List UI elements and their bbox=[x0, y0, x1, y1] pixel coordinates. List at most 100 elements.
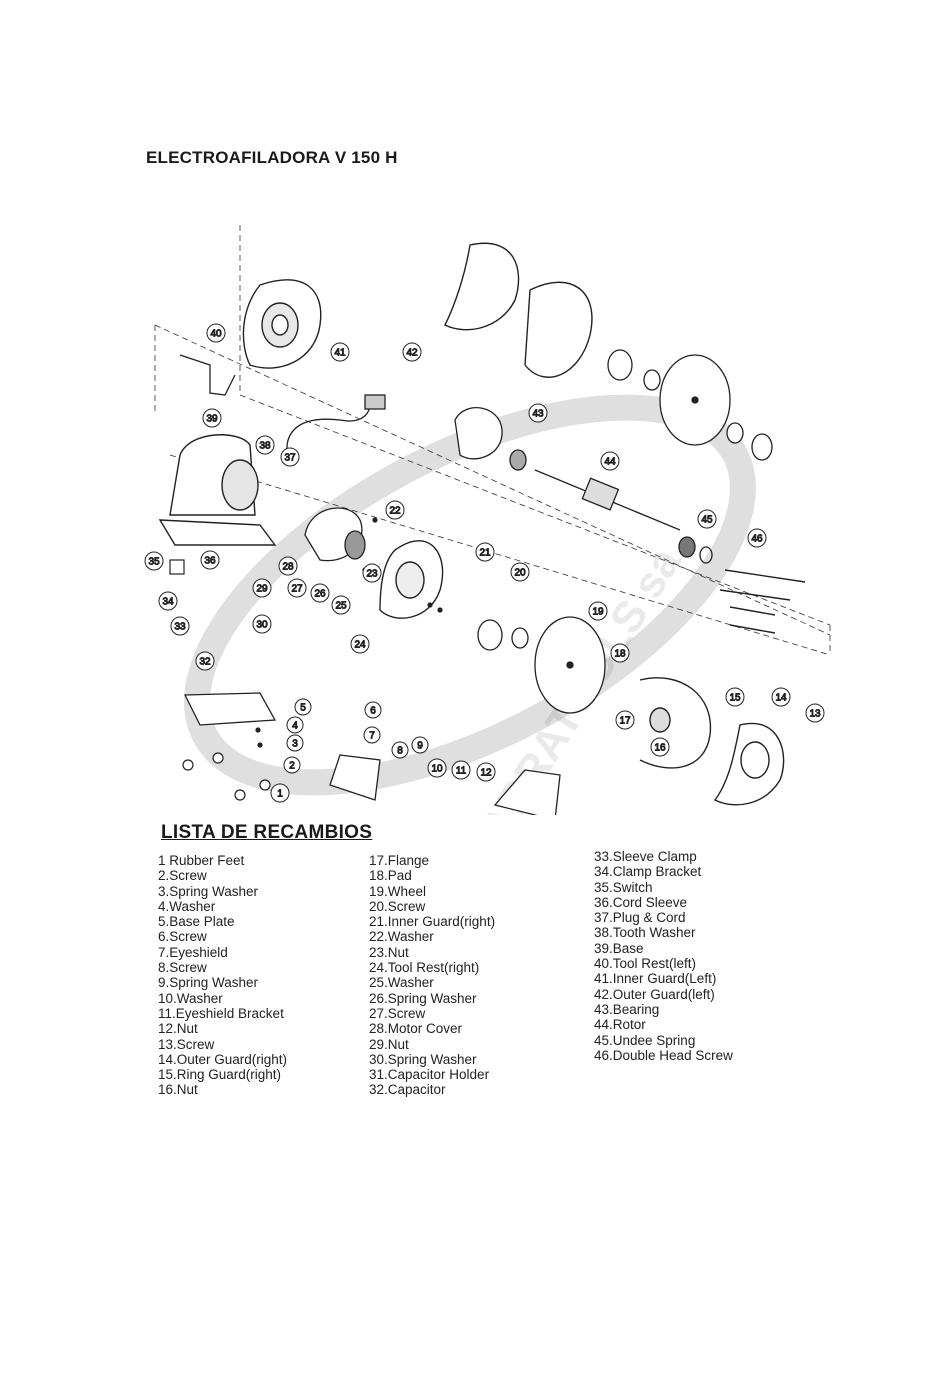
callout-39: 39 bbox=[202, 408, 222, 428]
callout-3: 3 bbox=[286, 734, 304, 752]
list-item: 38.Tooth Washer bbox=[594, 925, 696, 941]
list-item: 36.Cord Sleeve bbox=[594, 894, 688, 910]
callout-label: 19 bbox=[592, 607, 604, 618]
callout-label: 44 bbox=[604, 457, 616, 468]
callout-label: 7 bbox=[369, 731, 375, 742]
callout-label: 36 bbox=[204, 556, 216, 567]
callout-9: 9 bbox=[411, 736, 429, 754]
callout-label: 2 bbox=[289, 761, 295, 772]
callout-label: 43 bbox=[532, 409, 544, 420]
list-item: 18.Pad bbox=[369, 868, 412, 884]
callout-22: 22 bbox=[385, 500, 405, 520]
callout-label: 6 bbox=[370, 706, 376, 717]
callout-label: 25 bbox=[335, 601, 347, 612]
list-item: 28.Motor Cover bbox=[369, 1021, 463, 1037]
inner-guard-left bbox=[242, 279, 322, 369]
motor-cover-left bbox=[454, 407, 527, 471]
list-item: 10.Washer bbox=[158, 990, 223, 1006]
list-item: 17.Flange bbox=[369, 853, 430, 868]
callout-5: 5 bbox=[294, 698, 312, 716]
callout-label: 23 bbox=[366, 569, 378, 580]
inner-guard-right bbox=[379, 540, 444, 619]
callout-label: 3 bbox=[292, 739, 298, 750]
callout-label: 41 bbox=[334, 348, 346, 359]
list-item: 34.Clamp Bracket bbox=[594, 864, 702, 880]
callout-17: 17 bbox=[615, 710, 635, 730]
list-item: 7.Eyeshield bbox=[158, 944, 228, 960]
callout-26: 26 bbox=[310, 583, 330, 603]
list-item: 44.Rotor bbox=[594, 1017, 646, 1033]
callout-label: 17 bbox=[619, 716, 631, 727]
callout-label: 33 bbox=[174, 622, 186, 633]
parts-list-column-2: 17.Flange 18.Pad 19.Wheel 20.Screw 21.In… bbox=[369, 853, 495, 1098]
callout-label: 42 bbox=[406, 348, 418, 359]
list-item: 3.Spring Washer bbox=[158, 883, 259, 899]
callout-label: 34 bbox=[162, 597, 174, 608]
list-item: 2.Screw bbox=[158, 868, 207, 884]
callout-label: 45 bbox=[701, 515, 713, 526]
callout-label: 46 bbox=[751, 534, 763, 545]
callout-2: 2 bbox=[283, 756, 301, 774]
list-item: 31.Capacitor Holder bbox=[369, 1067, 490, 1083]
list-item: 12.Nut bbox=[158, 1021, 198, 1037]
callout-42: 42 bbox=[402, 342, 422, 362]
callout-15: 15 bbox=[725, 687, 745, 707]
list-item: 1 Rubber Feet bbox=[158, 853, 245, 868]
list-item: 23.Nut bbox=[369, 944, 409, 960]
tool-rest-left bbox=[179, 354, 236, 396]
list-item: 39.Base bbox=[594, 940, 644, 956]
callout-23: 23 bbox=[362, 563, 382, 583]
callout-7: 7 bbox=[363, 726, 381, 744]
list-item: 11.Eyeshield Bracket bbox=[158, 1005, 284, 1021]
callout-label: 32 bbox=[199, 657, 211, 668]
callout-label: 4 bbox=[292, 721, 298, 732]
callout-label: 29 bbox=[256, 584, 268, 595]
callout-12: 12 bbox=[476, 762, 496, 782]
callout-24: 24 bbox=[350, 634, 370, 654]
ring-guard-right bbox=[639, 677, 712, 769]
callout-label: 27 bbox=[291, 584, 303, 595]
list-item: 5.Base Plate bbox=[158, 914, 235, 930]
double-head-screws bbox=[719, 569, 806, 634]
callout-label: 15 bbox=[729, 693, 741, 704]
callout-27: 27 bbox=[287, 578, 307, 598]
motor-cover-right bbox=[304, 507, 366, 562]
callout-label: 40 bbox=[210, 329, 222, 340]
outer-guard-left bbox=[444, 242, 593, 378]
plug-and-cord bbox=[286, 394, 386, 466]
callout-label: 28 bbox=[282, 562, 294, 573]
list-item: 40.Tool Rest(left) bbox=[594, 956, 697, 972]
grinding-wheel-right bbox=[477, 616, 606, 714]
callout-label: 38 bbox=[259, 441, 271, 452]
callout-6: 6 bbox=[364, 701, 382, 719]
parts-list-column-1: 1 Rubber Feet 2.Screw 3.Spring Washer 4.… bbox=[158, 853, 287, 1098]
motor-base bbox=[158, 434, 277, 546]
callout-32: 32 bbox=[195, 651, 215, 671]
list-item: 15.Ring Guard(right) bbox=[158, 1067, 282, 1083]
list-item: 33.Sleeve Clamp bbox=[594, 849, 697, 864]
list-item: 46.Double Head Screw bbox=[594, 1047, 733, 1063]
list-item: 8.Screw bbox=[158, 960, 207, 976]
list-item: 19.Wheel bbox=[369, 883, 427, 899]
list-item: 26.Spring Washer bbox=[369, 990, 477, 1006]
callout-label: 18 bbox=[614, 649, 626, 660]
list-item: 41.Inner Guard(Left) bbox=[594, 971, 717, 987]
outer-guard-right bbox=[713, 722, 785, 806]
callout-label: 20 bbox=[514, 568, 526, 579]
callout-20: 20 bbox=[510, 562, 530, 582]
callout-8: 8 bbox=[391, 741, 409, 759]
callout-33: 33 bbox=[170, 616, 190, 636]
list-item: 45.Undee Spring bbox=[594, 1032, 696, 1048]
document-title: ELECTROAFILADORA V 150 H bbox=[146, 148, 398, 167]
callout-34: 34 bbox=[158, 591, 178, 611]
parts-list-title: LISTA DE RECAMBIOS bbox=[161, 822, 373, 843]
callout-label: 24 bbox=[354, 640, 366, 651]
eyeshields bbox=[329, 754, 561, 815]
callout-35: 35 bbox=[144, 551, 164, 571]
list-item: 35.Switch bbox=[594, 879, 653, 895]
callout-11: 11 bbox=[451, 760, 471, 780]
callout-18: 18 bbox=[610, 643, 630, 663]
callout-4: 4 bbox=[286, 716, 304, 734]
list-item: 25.Washer bbox=[369, 975, 434, 991]
watermark-logo bbox=[184, 394, 756, 796]
